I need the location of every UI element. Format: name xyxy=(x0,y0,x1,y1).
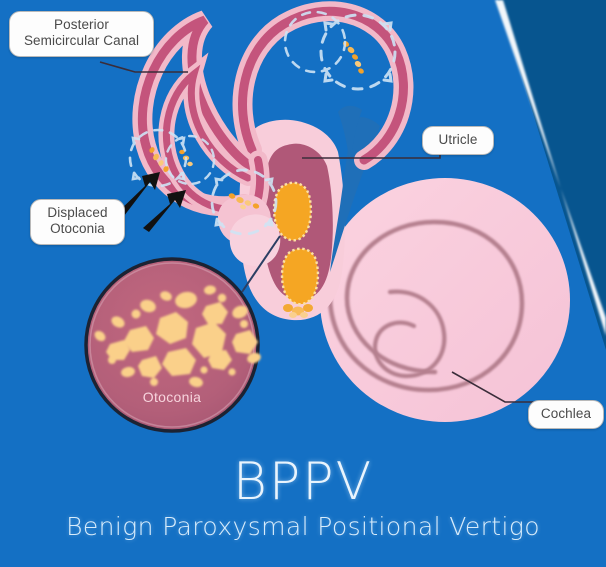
magnifier-circle-5 xyxy=(210,168,278,236)
inset-caption-otoconia: Otoconia xyxy=(142,389,202,405)
utricle-otoconia xyxy=(272,181,313,242)
otoconia-cluster-superior xyxy=(342,41,364,74)
label-cochlea[interactable]: Cochlea xyxy=(528,400,604,430)
arrow-lower xyxy=(143,190,186,232)
arrow-upper xyxy=(118,172,160,216)
otoconia-cluster-ampulla xyxy=(228,193,260,210)
cochlea-structure xyxy=(320,178,570,422)
superior-semicircular-canal xyxy=(232,1,414,170)
inset-crystals xyxy=(94,285,261,388)
page-title-acronym: BPPV xyxy=(232,452,374,512)
cochlea-spiral xyxy=(327,219,525,393)
vestibule-base-otoconia xyxy=(283,304,313,318)
magnifier-circle-2 xyxy=(283,10,347,74)
magnifier-circle-1 xyxy=(319,13,397,91)
corner-accent-dark xyxy=(498,0,606,350)
cochlea-spiral-inner xyxy=(372,289,447,379)
horizontal-semicircular-canal xyxy=(158,52,258,218)
leader-inset xyxy=(241,235,281,293)
label-posterior-semicircular-canal[interactable]: Posterior Semicircular Canal xyxy=(9,11,154,57)
page-title-expansion: Benign Paroxysmal Positional Vertigo xyxy=(66,512,540,541)
magnifier-highlights xyxy=(128,10,397,236)
cochlea-body xyxy=(320,178,570,422)
canal-otoconia-deposits xyxy=(149,41,364,210)
saccule-otoconia xyxy=(280,247,320,306)
otoconia-inset-magnifier xyxy=(84,257,261,433)
label-displaced-otoconia[interactable]: Displaced Otoconia xyxy=(30,199,125,245)
leader-posterior-canal xyxy=(99,61,188,73)
label-utricle[interactable]: Utricle xyxy=(422,126,494,156)
otoconia-cluster-posterior xyxy=(149,147,169,172)
pointer-arrows xyxy=(118,172,186,232)
magnifier-circle-4 xyxy=(164,134,216,186)
inset-ring xyxy=(84,257,260,433)
